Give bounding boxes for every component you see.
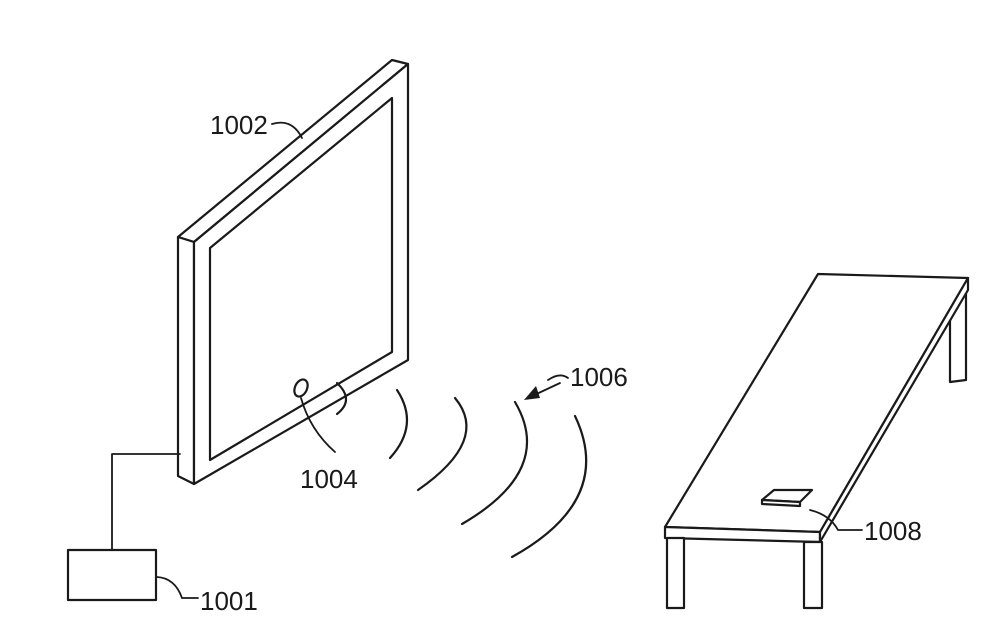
cable-line [111, 453, 181, 553]
display-monitor [176, 58, 410, 486]
emitter-lens [293, 378, 309, 398]
label-1006: 1006 [570, 362, 628, 392]
wave-arc-3 [416, 396, 468, 492]
display-screen [208, 96, 394, 462]
wave-arc-5 [510, 414, 588, 559]
control-unit [66, 453, 181, 602]
leader-1006 [547, 374, 569, 381]
control-box [66, 548, 158, 602]
label-1002: 1002 [210, 110, 268, 140]
label-1001: 1001 [200, 586, 258, 616]
leader-1004 [300, 397, 336, 453]
device-edge [760, 498, 802, 508]
leader-1002 [271, 121, 303, 139]
arrow-1006-head [524, 386, 540, 400]
leader-lines [156, 121, 863, 599]
table-top [663, 272, 970, 534]
wave-arc-1 [335, 381, 348, 416]
label-1004: 1004 [300, 464, 358, 494]
table-leg-front-left [665, 536, 686, 610]
leader-1001 [156, 576, 199, 599]
table-leg-front-right [802, 540, 824, 610]
wave-arc-2 [388, 388, 409, 460]
table [663, 272, 970, 610]
table-side-edge [818, 276, 970, 544]
label-1008: 1008 [864, 516, 922, 546]
signal-waves [335, 381, 588, 559]
leader-1008 [809, 509, 863, 531]
wave-arc-4 [460, 400, 529, 526]
display-side-edge [176, 235, 196, 486]
